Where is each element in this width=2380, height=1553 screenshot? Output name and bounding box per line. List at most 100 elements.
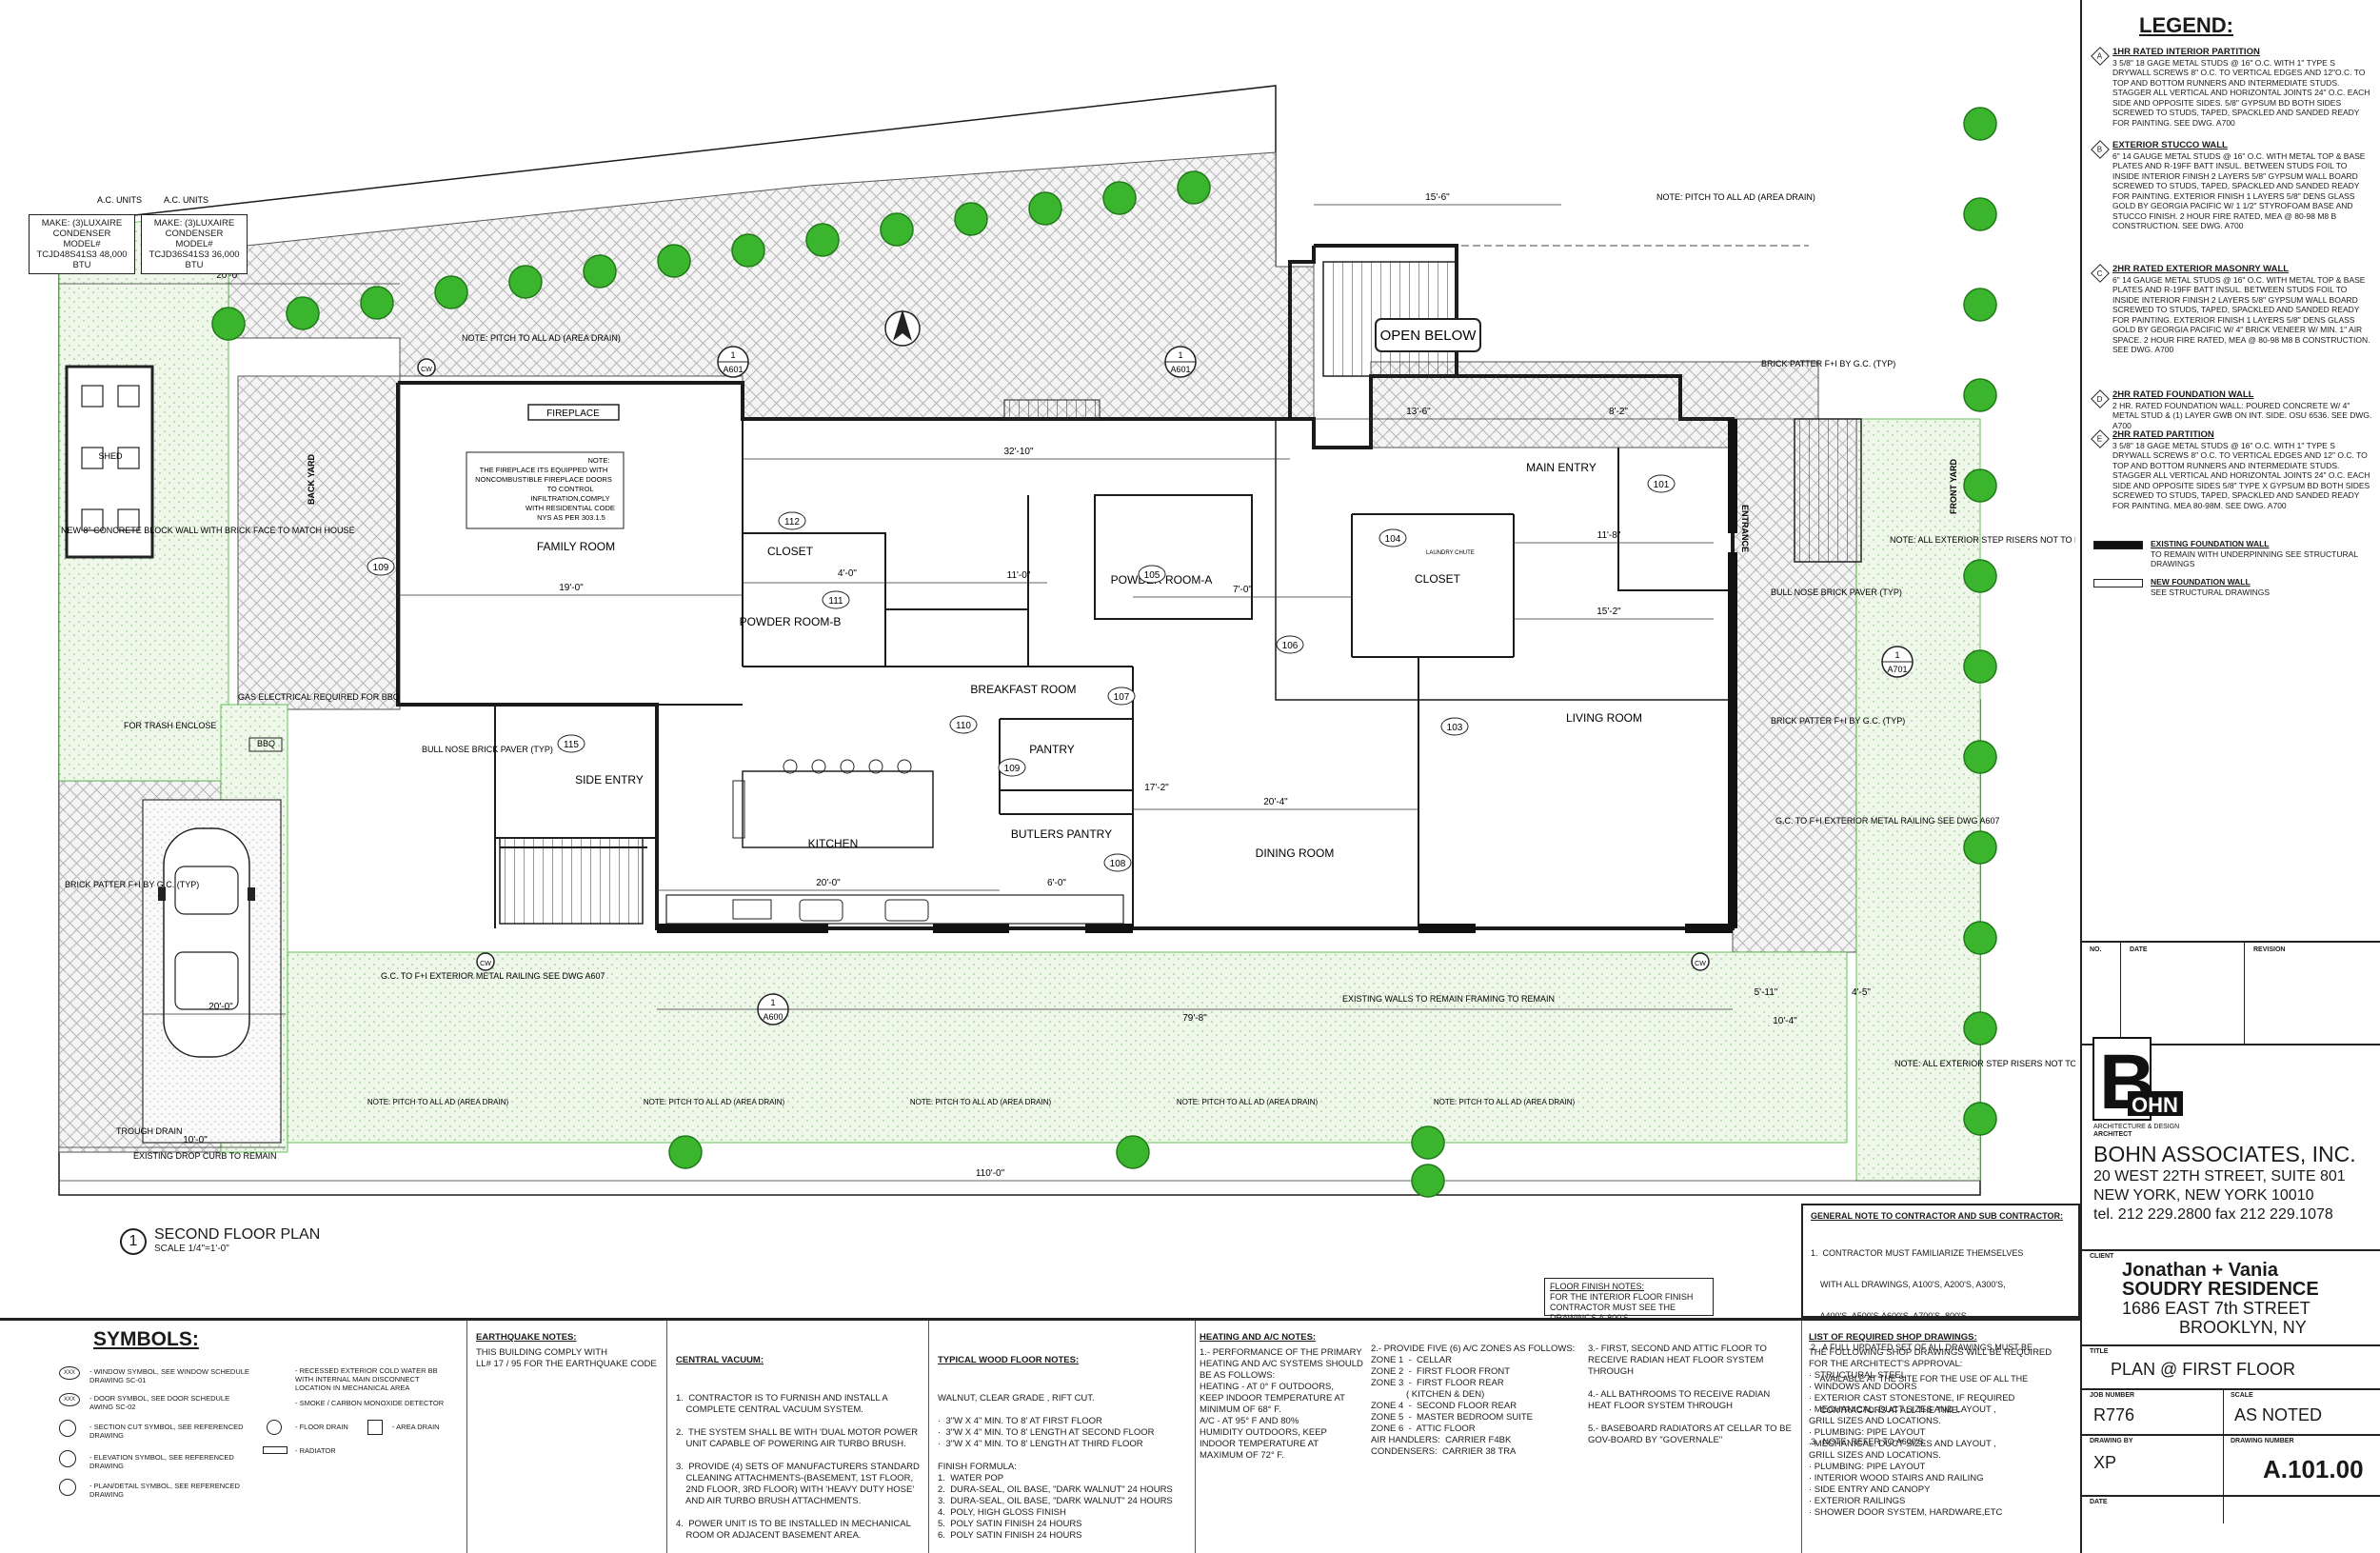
railing-note-1: G.C. TO F+I EXTERIOR METAL RAILING SEE D… [1775, 816, 1999, 826]
trash-label: FOR TRASH ENCLOSE [124, 721, 216, 730]
drain-note-f1: NOTE: PITCH TO ALL AD (AREA DRAIN) [367, 1098, 509, 1106]
dim-7: 15'-2" [1597, 607, 1621, 617]
svg-text:1: 1 [770, 998, 775, 1007]
tree-icon [1963, 1011, 1997, 1045]
notes-strip: SYMBOLS: XXX - WINDOW SYMBOL, SEE WINDOW… [0, 1318, 2080, 1553]
front-drain-notes: NOTE: PITCH TO ALL AD (AREA DRAIN) NOTE:… [367, 1098, 1576, 1106]
tree-icon [1963, 830, 1997, 865]
fireplace-note: NOTE: THE FIREPLACE ITS EQUIPPED WITH NO… [475, 456, 617, 522]
trees [211, 107, 1997, 1198]
tree-icon [583, 254, 617, 289]
north-arrow-icon [884, 309, 921, 347]
block-wall-label: NEW 8" CONCRETE BLOCK WALL WITH BRICK FA… [61, 526, 355, 535]
drain-note-2: NOTE: PITCH TO ALL AD (AREA DRAIN) [1656, 192, 1815, 202]
svg-text:ARCHITECTURE & DESIGN: ARCHITECTURE & DESIGN [2093, 1124, 2179, 1130]
window-symbol-icon: XXX [59, 1366, 80, 1380]
dim-8: 19'-0" [559, 583, 584, 593]
car-icon [158, 827, 255, 1058]
wood-floor-notes: TYPICAL WOOD FLOOR NOTES: WALNUT, CLEAR … [938, 1355, 1173, 1541]
plan-title-text: SECOND FLOOR PLAN [154, 1226, 321, 1243]
room-dining: DINING ROOM [1256, 846, 1335, 860]
room-living: LIVING ROOM [1566, 711, 1642, 725]
back-yard-walk [237, 375, 401, 710]
tree-icon [508, 265, 543, 299]
plan-title: SECOND FLOOR PLAN SCALE 1/4"=1'-0" [154, 1226, 320, 1254]
svg-text:104: 104 [1385, 534, 1401, 545]
partition-tag-icon: A [2091, 47, 2110, 66]
tree-icon [1963, 921, 1997, 955]
drawing-number: A.101.00 [2263, 1455, 2364, 1483]
symbols-title: SYMBOLS: [93, 1328, 199, 1350]
tree-icon [434, 275, 468, 309]
dim-15: 6'-0" [1047, 878, 1066, 888]
dim-10: 7'-0" [1233, 585, 1252, 595]
drain-note-f3: NOTE: PITCH TO ALL AD (AREA DRAIN) [910, 1098, 1052, 1106]
trough-drain-label: TROUGH DRAIN [116, 1126, 183, 1136]
ac-zones-notes: 2.- PROVIDE FIVE (6) A/C ZONES AS FOLLOW… [1371, 1344, 1576, 1457]
shop-drawings-notes: LIST OF REQUIRED SHOP DRAWINGS: THE FOLL… [1809, 1332, 2053, 1518]
tag-104: 104 [1378, 528, 1407, 548]
dim-12: 20'-4" [1263, 797, 1288, 807]
bull-nose-1: BULL NOSE BRICK PAVER (TYP) [1771, 587, 1902, 597]
partition-tag-icon: D [2091, 389, 2110, 408]
tree-icon [668, 1135, 703, 1169]
svg-text:112: 112 [784, 517, 800, 528]
bull-nose-2: BULL NOSE BRICK PAVER (TYP) [422, 745, 553, 754]
svg-text:115: 115 [564, 740, 579, 750]
dimensions [59, 204, 1980, 1182]
gas-label: GAS ELECTRICAL REQUIRED FOR BBQ [238, 692, 400, 702]
tag-111: 111 [822, 590, 850, 609]
svg-text:CW: CW [1695, 961, 1706, 967]
existing-walls [657, 419, 1737, 933]
room-side-entry: SIDE ENTRY [575, 773, 644, 786]
tag-105: 105 [1138, 565, 1166, 584]
room-tags: 109 112 111 105 104 101 107 110 109 108 … [367, 474, 1676, 872]
dim-22: 4'-5" [1852, 987, 1871, 998]
bohn-logo: B OHN ARCHITECTURE & DESIGN [2092, 1037, 2183, 1130]
job-number: R776 [2093, 1405, 2135, 1424]
tree-icon [1963, 1102, 1997, 1136]
front-yard-label: FRONT YARD [1949, 458, 1958, 514]
cw-marker-1: CW [417, 358, 436, 377]
partition-tag-icon: C [2091, 264, 2110, 283]
tree-icon [1411, 1125, 1445, 1160]
front-stair [1794, 418, 1862, 563]
site-labels: BACK YARD FRONT YARD ENTRANCE BBQ TROUGH… [61, 192, 2075, 1161]
drain-note-1: NOTE: PITCH TO ALL AD (AREA DRAIN) [462, 333, 621, 343]
section-symbol-icon [59, 1420, 76, 1437]
svg-text:OHN: OHN [2132, 1093, 2178, 1117]
building-walls [396, 244, 1735, 930]
sheet-title: PLAN @ FIRST FLOOR [2111, 1360, 2295, 1379]
tag-107: 107 [1107, 687, 1136, 706]
legend-title: LEGEND: [2139, 13, 2233, 37]
laundry-chute-label: LAUNDRY CHUTE [1426, 550, 1475, 556]
new-wall-swatch [2093, 579, 2143, 587]
hvac-notes: HEATING AND A/C NOTES: 1.- PERFORMANCE O… [1200, 1332, 1363, 1461]
tree-icon [805, 223, 840, 257]
room-pantry: PANTRY [1029, 743, 1075, 756]
room-breakfast: BREAKFAST ROOM [970, 683, 1076, 696]
client-box [2082, 1249, 2380, 1506]
tree-icon [1028, 191, 1062, 226]
tag-108: 108 [1103, 853, 1132, 872]
right-lawn [1855, 418, 1981, 1182]
plan-scale: SCALE 1/4"=1'-0" [154, 1244, 229, 1254]
kitchen-fixtures [665, 759, 1124, 925]
tag-101: 101 [1647, 474, 1676, 493]
svg-text:A.C. UNITS: A.C. UNITS [97, 195, 142, 205]
tree-icon [1963, 378, 1997, 412]
open-below-label: OPEN BELOW [1380, 328, 1478, 344]
plan-detail-symbol-icon [59, 1479, 76, 1496]
tree-icon [211, 307, 246, 341]
tree-icon [286, 296, 320, 330]
tree-icon [1116, 1135, 1150, 1169]
drawn-by: XP [2093, 1453, 2117, 1472]
dim-2: 32'-10" [1003, 447, 1033, 457]
drain-note-f4: NOTE: PITCH TO ALL AD (AREA DRAIN) [1177, 1098, 1319, 1106]
tree-icon [880, 212, 914, 247]
dim-11: 4'-0" [838, 568, 857, 579]
tree-icon [1177, 170, 1211, 205]
